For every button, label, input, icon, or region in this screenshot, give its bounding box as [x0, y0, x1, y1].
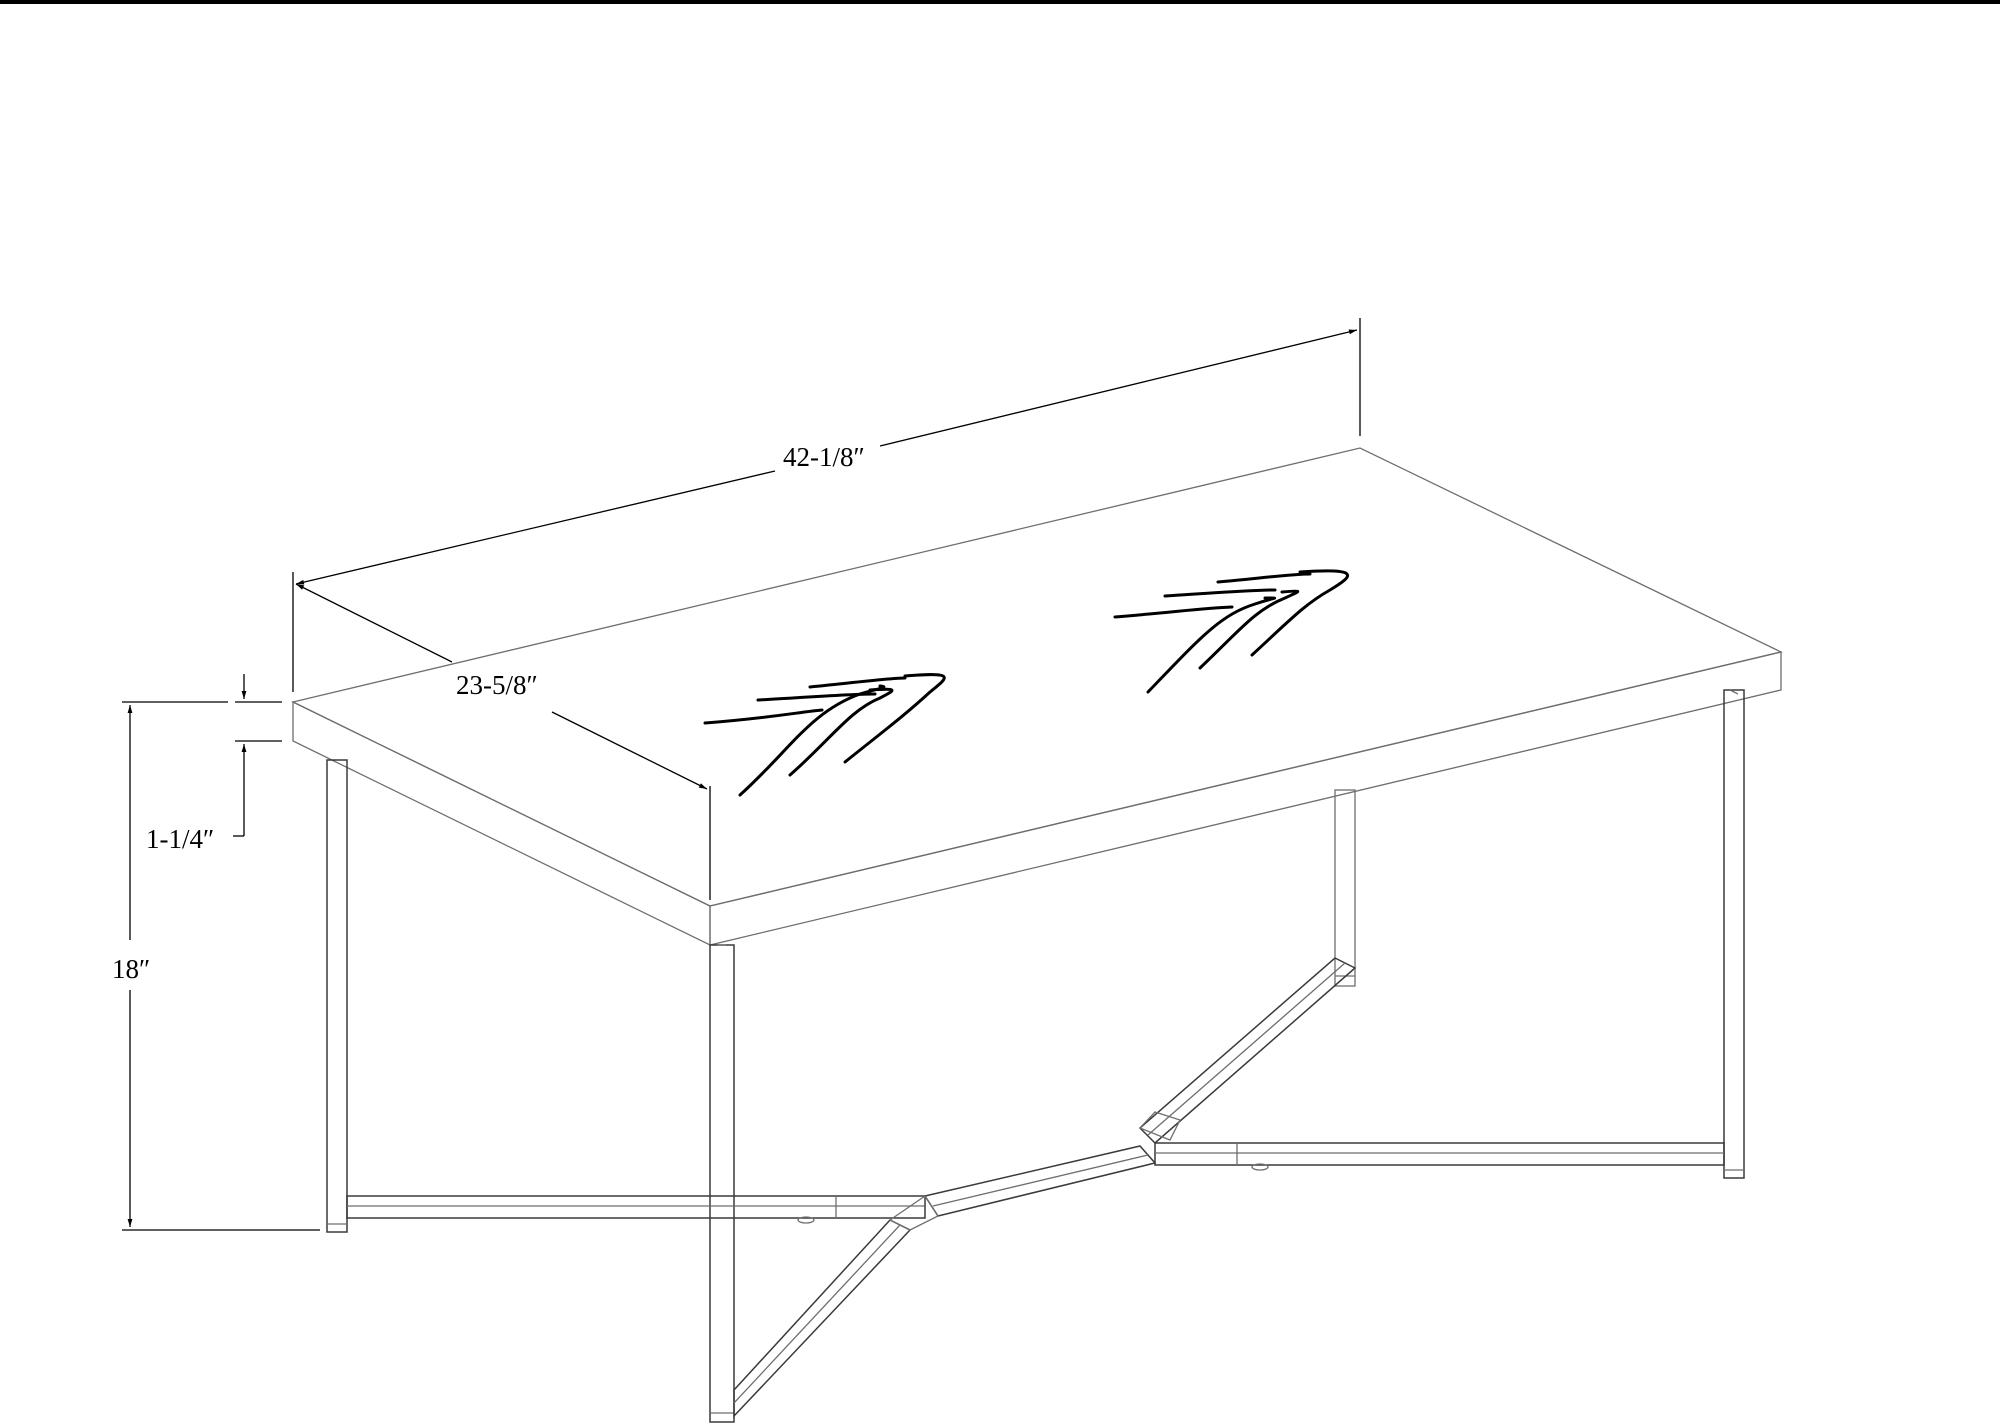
leg-right	[1723, 689, 1745, 1179]
dimension-thickness: 1-1/4″	[146, 674, 282, 854]
length-label: 42-1/8″	[783, 442, 865, 472]
thickness-label: 1-1/4″	[146, 824, 214, 854]
leg-front	[709, 944, 735, 1423]
table-top-left-edge	[292, 700, 711, 947]
depth-label: 23-5/8″	[456, 670, 538, 700]
table-top-front-edge	[709, 651, 1782, 946]
dimension-length: 42-1/8″	[292, 318, 1361, 692]
height-label: 18″	[112, 954, 150, 984]
dimension-depth: 23-5/8″	[295, 583, 711, 900]
wood-grain-marks	[703, 569, 1350, 797]
leg-left	[326, 759, 348, 1233]
base-frame	[346, 957, 1725, 1418]
leg-back	[1334, 789, 1356, 987]
dimension-height: 18″	[112, 701, 320, 1231]
